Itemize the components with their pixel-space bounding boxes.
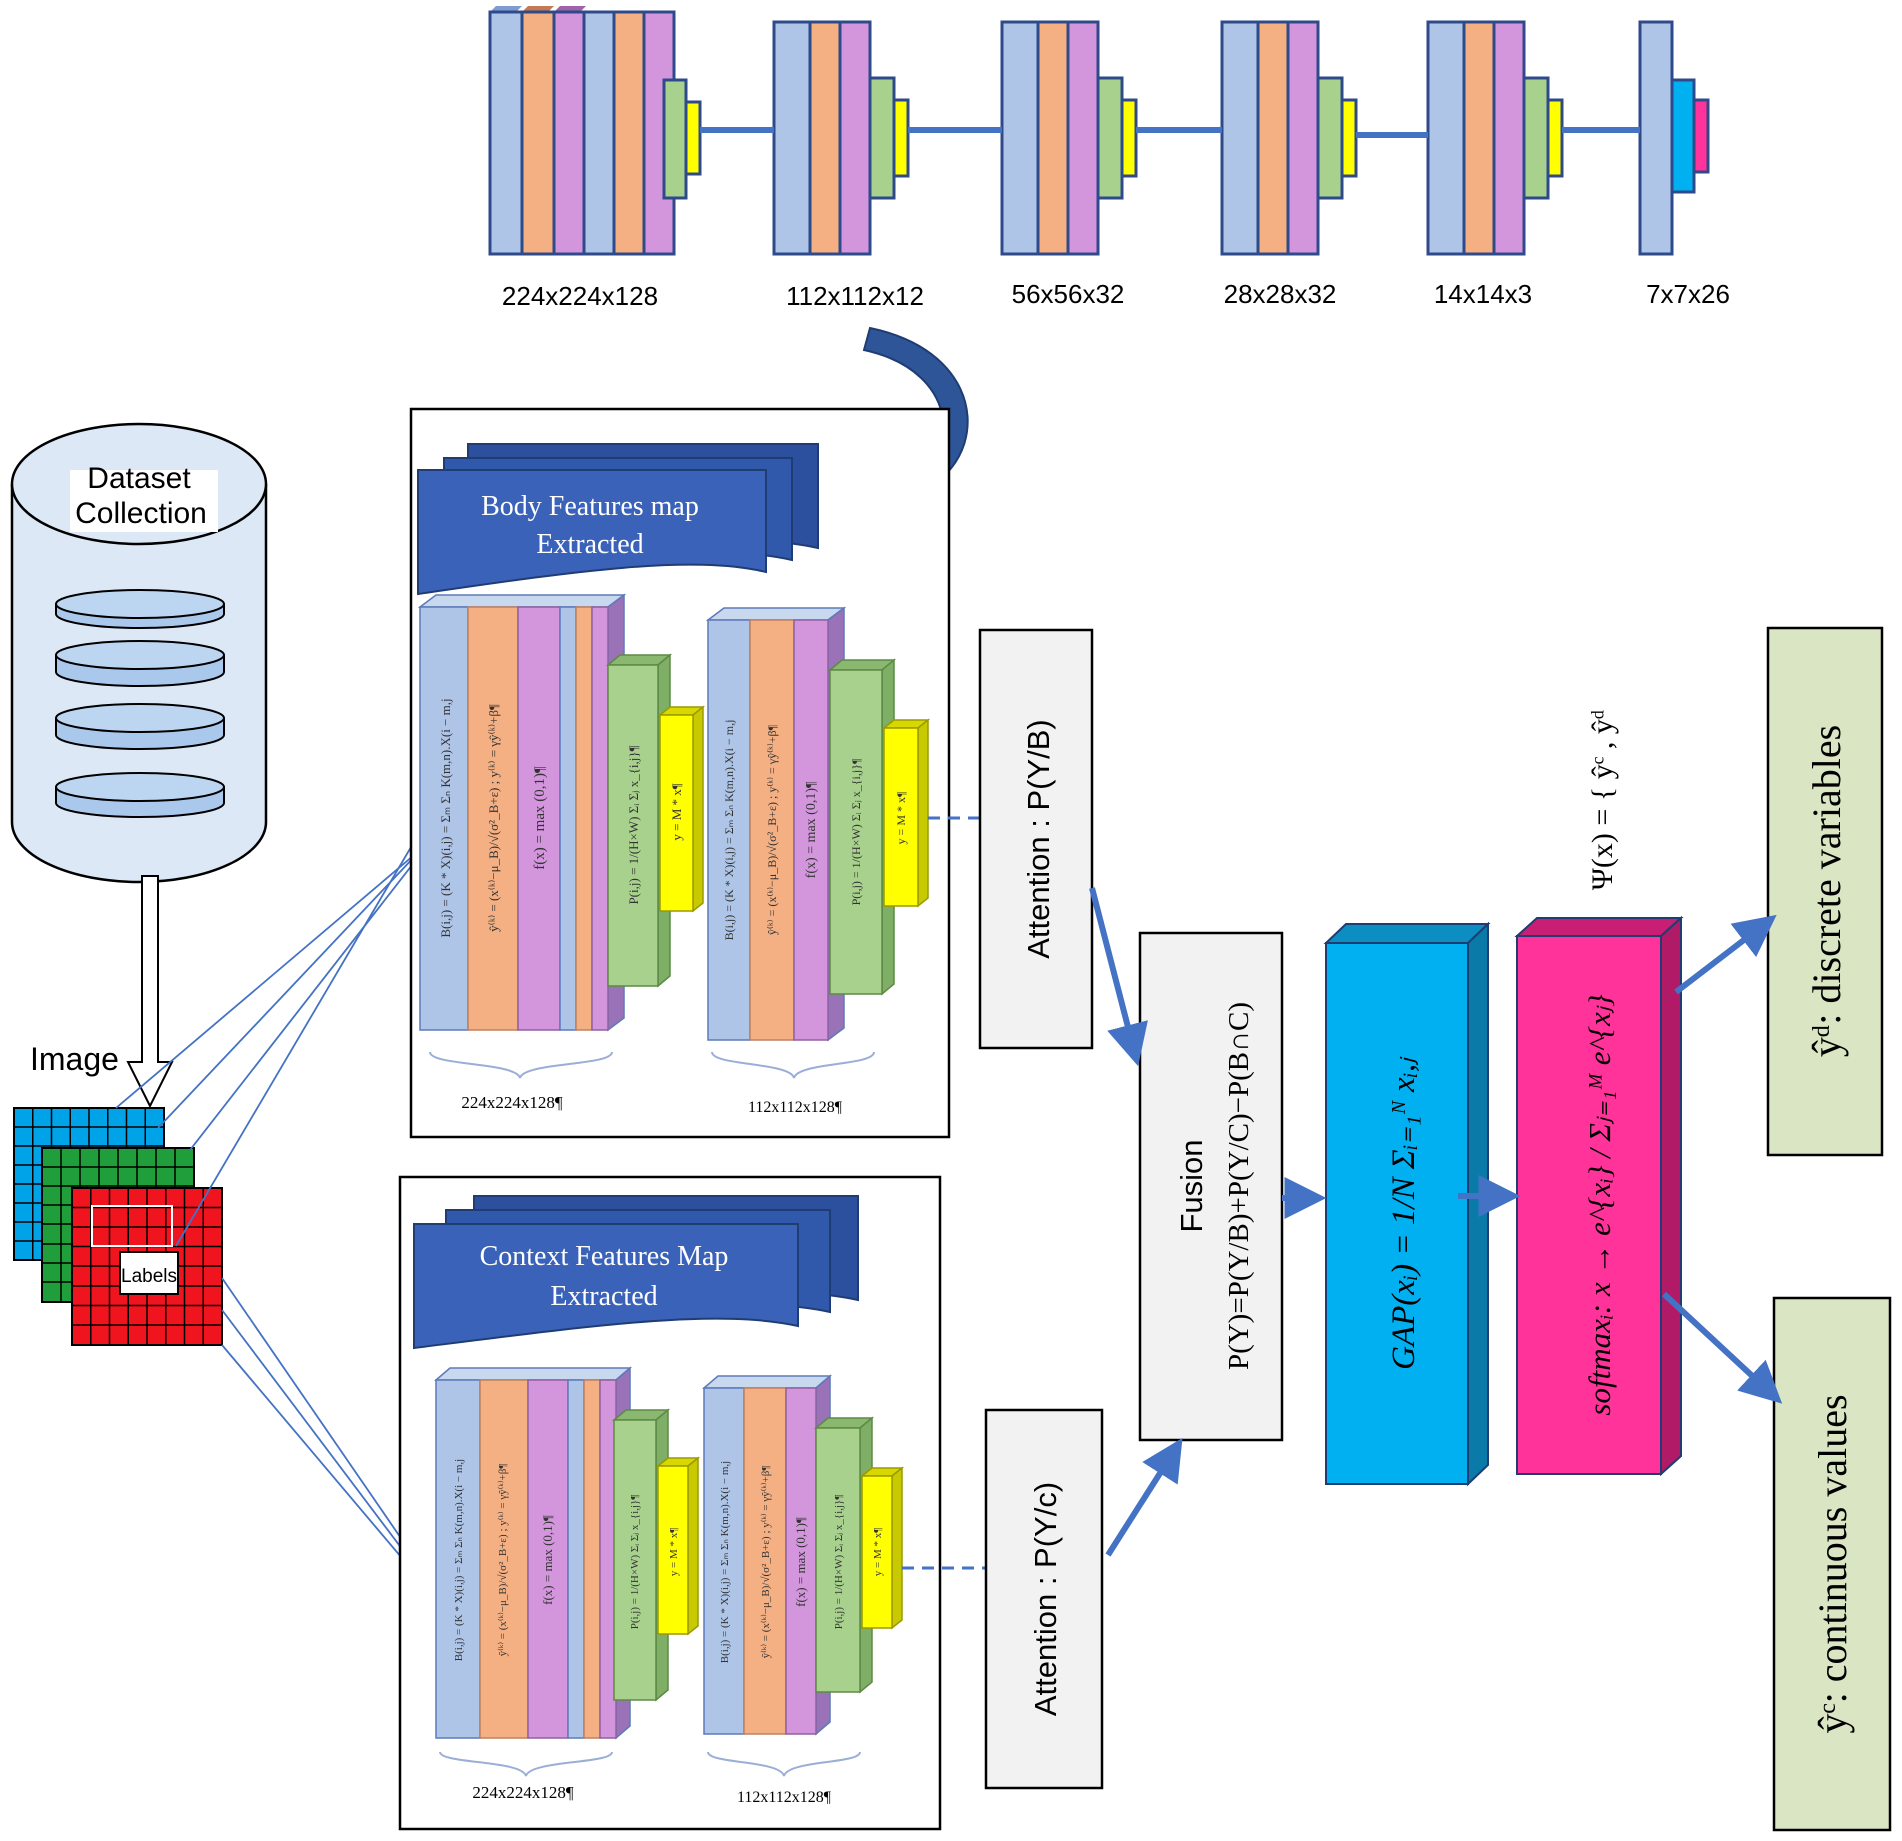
- relu-layer: [793, 619, 829, 1041]
- backbone-stage-5: [1426, 20, 1564, 256]
- conv-formula: B(i,j) = (K * X)(i,j) = Σₘ Σₙ K(m,n).X(i…: [722, 720, 736, 941]
- conv-layer: [419, 606, 469, 1031]
- attention-context-box: Attention : P(Y/c): [984, 1408, 1104, 1790]
- pool-formula: P(i,j) = 1/(H×W) Σᵢ Σⱼ x_{i,j}¶: [626, 745, 641, 904]
- attention-dashed-links: [902, 816, 986, 1570]
- body-block-1: B(i,j) = (K * X)(i,j) = Σₘ Σₙ K(m,n).X(i…: [417, 593, 706, 1112]
- pool-layer: [815, 1427, 861, 1693]
- stage-label-2: 112x112x12: [786, 281, 924, 311]
- pool-formula: P(i,j) = 1/(H×W) Σᵢ Σⱼ x_{i,j}¶: [833, 1495, 845, 1630]
- body-block-2: B(i,j) = (K * X)(i,j) = Σₘ Σₙ K(m,n).X(i…: [705, 606, 931, 1116]
- stage-label-3: 56x56x32: [1012, 279, 1125, 309]
- stage-label-1: 224x224x128: [502, 281, 658, 311]
- body-features-panel: Body Features map Extracted B(i,j) = (K …: [409, 407, 951, 1139]
- arrow-softmax-to-continuous: [1661, 1291, 1783, 1404]
- norm-formula: ŷ⁽ᵏ⁾ = (x⁽ᵏ⁾−μ_B)/√(σ²_B+ε) ; y⁽ᵏ⁾ = γŷ⁽…: [497, 1464, 509, 1657]
- dataset-title-line1: Dataset: [87, 462, 191, 495]
- dataset-title-line2: Collection: [75, 497, 207, 530]
- stage-label-5: 14x14x3: [1434, 279, 1532, 309]
- psi-formula: Ψ(x) = { ŷᶜ , ŷᵈ: [1586, 710, 1619, 890]
- norm-layer: [743, 1387, 787, 1735]
- flow-arrows: [1089, 887, 1783, 1557]
- norm-layer: [749, 619, 795, 1041]
- context-banner-title-line1: Context Features Map: [480, 1241, 729, 1272]
- body-block-2-dim: 112x112x128¶: [748, 1099, 843, 1116]
- fusion-title: Fusion: [1174, 1139, 1209, 1232]
- fc-formula: y = M * x¶: [669, 783, 684, 840]
- arrow-softmax-to-discrete: [1674, 914, 1777, 995]
- body-banner: Body Features map Extracted: [417, 443, 819, 596]
- relu-formula: f(x) = max (0,1)¶: [793, 1517, 808, 1607]
- body-banner-title-line1: Body Features map: [481, 491, 699, 522]
- attention-context-label: Attention : P(Y/c): [1028, 1482, 1063, 1716]
- pool-layer: [607, 664, 659, 987]
- norm-layer: [479, 1379, 529, 1739]
- pool-layer: [829, 669, 883, 995]
- output-discrete-box: ŷᵈ: discrete variables: [1766, 626, 1884, 1157]
- relu-formula: f(x) = max (0,1)¶: [804, 781, 819, 878]
- relu-formula: f(x) = max (0,1)¶: [532, 766, 548, 870]
- image-label: Image: [30, 1041, 119, 1077]
- gap-formula: GAP(xᵢ) = 1/N Σᵢ₌₁ᴺ xᵢ,ⱼ: [1386, 1056, 1422, 1370]
- output-continuous-label: ŷᶜ: continuous values: [1810, 1394, 1855, 1733]
- input-image-stack: Labels: [13, 1107, 223, 1346]
- dataset-collection: Dataset Collection: [10, 422, 268, 884]
- norm-formula: ŷ⁽ᵏ⁾ = (x⁽ᵏ⁾−μ_B)/√(σ²_B+ε) ; y⁽ᵏ⁾ = γŷ⁽…: [765, 724, 779, 935]
- body-banner-title-line2: Extracted: [536, 529, 643, 560]
- fc-formula: y = M * x¶: [668, 1528, 680, 1576]
- pool-formula: P(i,j) = 1/(H×W) Σᵢ Σⱼ x_{i,j}¶: [849, 758, 863, 905]
- arrow-attention-body-to-fusion: [1089, 887, 1148, 1067]
- relu-layer: [527, 1379, 569, 1739]
- pool-formula: P(i,j) = 1/(H×W) Σᵢ Σⱼ x_{i,j}¶: [629, 1495, 641, 1630]
- fusion-box: Fusion P(Y)=P(Y/B)+P(Y/C)−P(B∩C): [1138, 931, 1284, 1442]
- softmax-block: softmaxᵢ: x → e^{xᵢ} / Σⱼ₌₁ᴹ e^{xⱼ}: [1514, 915, 1684, 1477]
- backbone-stage-2: [772, 20, 910, 256]
- arrow-attention-context-to-fusion: [1105, 1437, 1183, 1557]
- backbone-stage-6: [1638, 20, 1710, 256]
- relu-formula: f(x) = max (0,1)¶: [540, 1515, 555, 1605]
- fc-formula: y = M * x¶: [872, 1528, 884, 1576]
- backbone-stage-1: [488, 6, 702, 256]
- attention-body-label: Attention : P(Y/B): [1021, 719, 1056, 959]
- fc-formula: y = M * x¶: [894, 791, 908, 844]
- output-continuous-box: ŷᶜ: continuous values: [1772, 1296, 1892, 1832]
- context-block-1-dim: 224x224x128¶: [472, 1783, 574, 1802]
- output-discrete-label: ŷᵈ: discrete variables: [1804, 725, 1849, 1057]
- conv-formula: B(i,j) = (K * X)(i,j) = Σₘ Σₙ K(m,n).X(i…: [453, 1459, 465, 1661]
- conv-layer: [435, 1379, 481, 1739]
- conv-formula: B(i,j) = (K * X)(i,j) = Σₘ Σₙ K(m,n).X(i…: [438, 698, 453, 937]
- context-block-2: B(i,j) = (K * X)(i,j) = Σₘ Σₙ K(m,n).X(i…: [701, 1374, 905, 1806]
- context-block-2-dim: 112x112x128¶: [737, 1789, 832, 1806]
- norm-formula: ŷ⁽ᵏ⁾ = (x⁽ᵏ⁾−μ_B)/√(σ²_B+ε) ; y⁽ᵏ⁾ = γŷ⁽…: [760, 1466, 772, 1659]
- backbone-stage-4: [1220, 20, 1358, 256]
- context-features-panel: Context Features Map Extracted B(i,j) = …: [398, 1175, 942, 1831]
- fc-layer: [659, 714, 694, 912]
- fc-layer: [657, 1465, 689, 1635]
- labels-text: Labels: [121, 1266, 177, 1287]
- conv-layer: [707, 619, 751, 1041]
- relu-layer: [517, 606, 561, 1031]
- conv-layer: [703, 1387, 745, 1735]
- dataset-disk: [55, 589, 225, 818]
- context-block-1: B(i,j) = (K * X)(i,j) = Σₘ Σₙ K(m,n).X(i…: [433, 1366, 701, 1802]
- dataset-to-image-arrow-icon: [126, 875, 174, 1109]
- context-banner-title-line2: Extracted: [550, 1281, 657, 1312]
- conv-formula: B(i,j) = (K * X)(i,j) = Σₘ Σₙ K(m,n).X(i…: [719, 1461, 731, 1663]
- norm-layer: [467, 606, 519, 1031]
- stage-label-6: 7x7x26: [1646, 279, 1730, 309]
- body-block-1-dim: 224x224x128¶: [461, 1093, 563, 1112]
- backbone-stage-3: [1000, 20, 1138, 256]
- softmax-formula: softmaxᵢ: x → e^{xᵢ} / Σⱼ₌₁ᴹ e^{xⱼ}: [1582, 994, 1617, 1416]
- fusion-formula: P(Y)=P(Y/B)+P(Y/C)−P(B∩C): [1223, 1002, 1255, 1370]
- gap-block: GAP(xᵢ) = 1/N Σᵢ₌₁ᴺ xᵢ,ⱼ: [1323, 921, 1491, 1487]
- fc-layer: [883, 727, 919, 907]
- backbone-connectors: [700, 127, 1640, 138]
- norm-formula: ŷ⁽ᵏ⁾ = (x⁽ᵏ⁾−μ_B)/√(σ²_B+ε) ; y⁽ᵏ⁾ = γŷ⁽…: [486, 704, 501, 932]
- context-banner: Context Features Map Extracted: [413, 1195, 859, 1350]
- pool-layer: [613, 1419, 657, 1701]
- stage-label-4: 28x28x32: [1224, 279, 1337, 309]
- fc-layer: [861, 1475, 893, 1629]
- attention-body-box: Attention : P(Y/B): [978, 628, 1094, 1050]
